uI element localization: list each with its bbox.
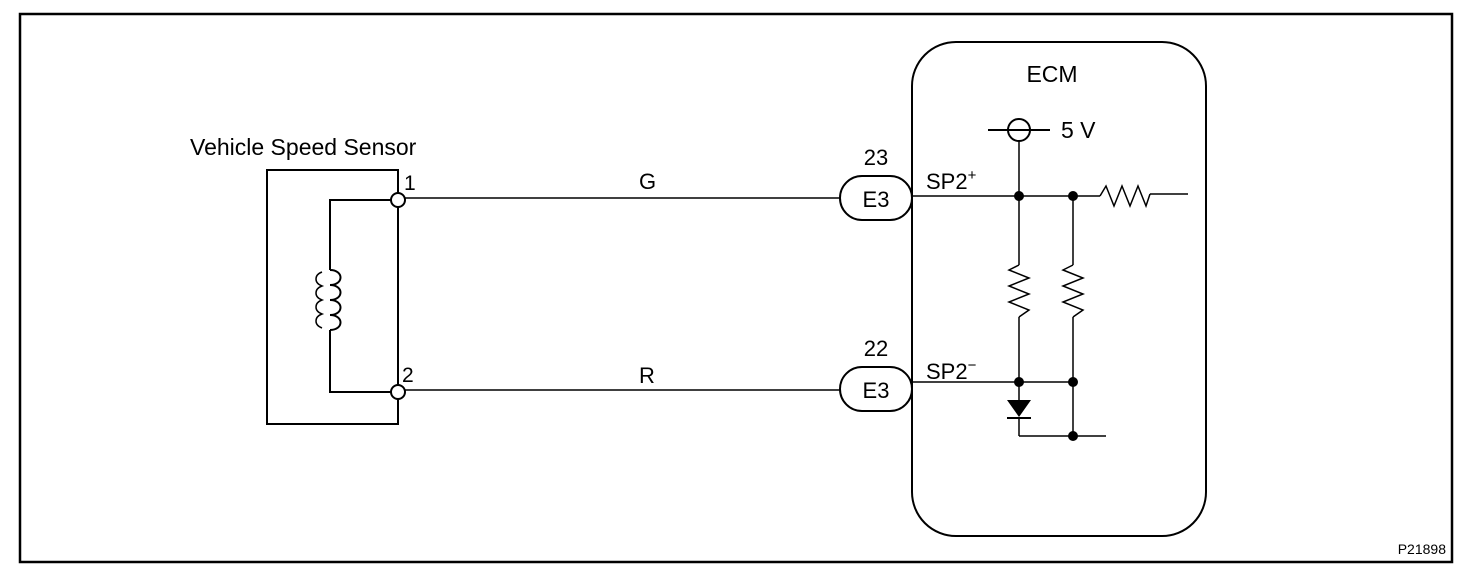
sensor-title: Vehicle Speed Sensor — [190, 134, 417, 160]
ecm-box — [911, 41, 1207, 537]
resistor-series-icon — [1099, 183, 1151, 209]
sensor-internal-wire — [329, 199, 398, 393]
connector-lower-pin: 22 — [864, 336, 888, 361]
supply-label: 5 V — [1061, 117, 1096, 143]
connector-lower: E3 22 — [839, 336, 913, 412]
terminal-sp2-minus-sign: − — [968, 357, 977, 374]
connector-upper-pin: 23 — [864, 145, 888, 170]
junction-dot — [1014, 191, 1024, 201]
connector-upper: E3 23 — [839, 145, 913, 221]
coil-core-icon — [315, 271, 325, 329]
junction-dot — [1068, 377, 1078, 387]
harness-wires: G R — [405, 169, 840, 391]
ecm-unit: ECM 5 V SP2+ SP2− — [911, 41, 1207, 537]
ecm-title: ECM — [1026, 61, 1077, 87]
junction-dot — [1068, 431, 1078, 441]
figure-code: P21898 — [1398, 541, 1446, 557]
junction-dot — [1068, 191, 1078, 201]
junction-dot — [1014, 377, 1024, 387]
sensor-terminal-1 — [390, 192, 406, 208]
vehicle-speed-sensor: Vehicle Speed Sensor 1 2 — [190, 134, 417, 425]
sensor-terminal-2 — [390, 384, 406, 400]
sensor-pin-2-label: 2 — [402, 364, 414, 387]
resistor-right-icon — [1060, 264, 1086, 318]
terminal-sp2-plus-name: SP2 — [926, 169, 968, 194]
coil-icon — [329, 269, 342, 331]
wire-g-label: G — [639, 169, 656, 194]
terminal-sp2-plus-sign: + — [968, 167, 977, 184]
wire-r-label: R — [639, 363, 655, 388]
connector-lower-code: E3 — [863, 378, 890, 403]
resistor-left-icon — [1006, 264, 1032, 318]
terminal-sp2-minus: SP2− — [926, 357, 977, 384]
sensor-housing — [266, 169, 399, 425]
terminal-sp2-minus-name: SP2 — [926, 359, 968, 384]
terminal-sp2-plus: SP2+ — [926, 167, 977, 194]
sensor-pin-1-label: 1 — [404, 172, 416, 195]
connector-upper-code: E3 — [863, 187, 890, 212]
figure-border — [18, 12, 1454, 564]
diode-icon — [1007, 400, 1031, 417]
ecm-internal-wiring — [912, 141, 1188, 437]
